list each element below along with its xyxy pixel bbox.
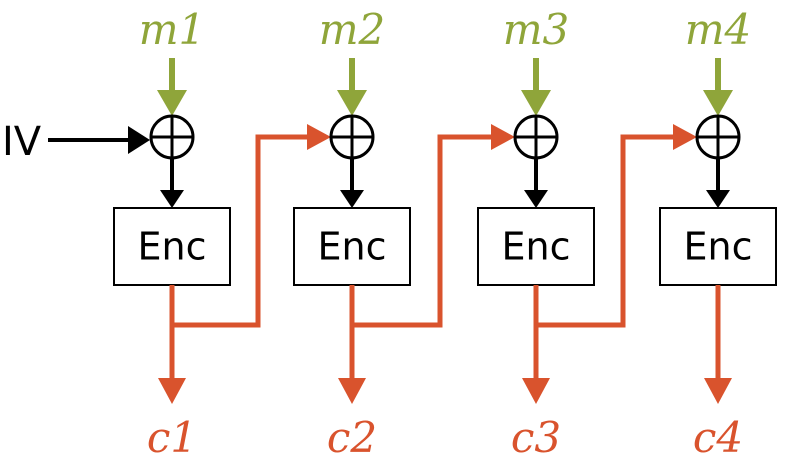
message-arrowhead xyxy=(337,90,367,116)
enc-label: Enc xyxy=(684,225,753,269)
enc-box xyxy=(113,207,231,286)
ciphertext-arrowhead xyxy=(338,378,366,404)
chain-line xyxy=(172,134,315,328)
enc-label: Enc xyxy=(318,225,387,269)
chain-line xyxy=(536,134,681,328)
ciphertext-label: c1 xyxy=(147,413,197,462)
iv-arrowhead xyxy=(128,126,150,154)
ciphertext-label: c3 xyxy=(511,413,561,462)
message-arrowhead xyxy=(703,90,733,116)
iv-label: IV xyxy=(2,119,42,165)
ciphertext-arrowhead xyxy=(158,378,186,404)
xor-icon xyxy=(149,114,195,160)
xor-icon xyxy=(513,114,559,160)
message-label: m1 xyxy=(139,5,206,54)
enc-label: Enc xyxy=(502,225,571,269)
chain-arrowhead xyxy=(491,124,515,150)
enc-box xyxy=(293,207,411,286)
ciphertext-arrowhead xyxy=(704,378,732,404)
message-label: m2 xyxy=(319,5,386,54)
xor-to-enc-arrowhead xyxy=(340,190,364,208)
xor-to-enc-arrowhead xyxy=(706,190,730,208)
message-label: m4 xyxy=(685,5,752,54)
enc-box xyxy=(659,207,777,286)
enc-label: Enc xyxy=(138,225,207,269)
message-arrowhead xyxy=(521,90,551,116)
xor-icon xyxy=(695,114,741,160)
ciphertext-label: c2 xyxy=(327,413,377,462)
xor-to-enc-arrowhead xyxy=(524,190,548,208)
chain-arrowhead xyxy=(673,124,697,150)
ciphertext-arrowhead xyxy=(522,378,550,404)
xor-icon xyxy=(329,114,375,160)
message-label: m3 xyxy=(503,5,570,54)
xor-to-enc-arrowhead xyxy=(160,190,184,208)
chain-arrowhead xyxy=(307,124,331,150)
chain-line xyxy=(352,134,499,328)
message-arrowhead xyxy=(157,90,187,116)
enc-box xyxy=(477,207,595,286)
ciphertext-label: c4 xyxy=(693,413,743,462)
